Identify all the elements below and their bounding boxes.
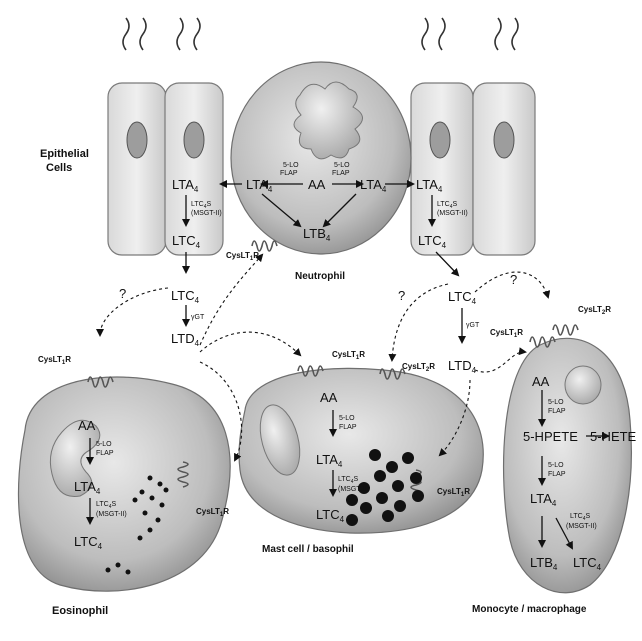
aa-neutrophil: AA	[308, 177, 326, 192]
msgt-mast: (MSGT-II)	[338, 486, 369, 493]
lo5-monocyte-2: 5-LO	[548, 462, 564, 469]
monocyte-cell	[504, 338, 632, 592]
cyslt2r-label-monocyte: CysLT2R	[578, 305, 611, 316]
eosinophil-label: Eosinophil	[52, 605, 108, 617]
nucleus	[127, 122, 147, 158]
question-right-1: ?	[398, 288, 405, 303]
ltc4-extracellular-left: LTC4	[171, 288, 200, 305]
aa-monocyte: AA	[532, 374, 550, 389]
flap-mast: FLAP	[339, 424, 357, 431]
epithelial-cells-right	[411, 18, 535, 255]
aa-mast: AA	[320, 390, 338, 405]
ggt-right: γGT	[466, 322, 480, 329]
nucleus	[184, 122, 204, 158]
msgt-epi-right: (MSGT-II)	[437, 210, 468, 217]
msgt-eosinophil: (MSGT-II)	[96, 511, 127, 518]
question-left: ?	[119, 286, 126, 301]
nucleus	[494, 122, 514, 158]
epithelial-cells-left	[108, 18, 223, 255]
cyslt1r-label-monocyte: CysLT1R	[490, 328, 523, 339]
msgt-epi-left: (MSGT-II)	[191, 210, 222, 217]
flap-neutrophil-left: FLAP	[280, 170, 298, 177]
ltd4-extracellular-left: LTD4	[171, 331, 200, 348]
epithelial-label-line2: Cells	[46, 162, 72, 174]
flap-monocyte-2: FLAP	[548, 471, 566, 478]
multilobed-nucleus	[294, 82, 363, 159]
lo5-monocyte-1: 5-LO	[548, 399, 564, 406]
cyslt1r-label-neutrophil: CysLT1R	[226, 251, 259, 262]
flap-neutrophil-right: FLAP	[332, 170, 350, 177]
cilia	[422, 18, 518, 50]
cyslt2r-label-mast: CysLT2R	[402, 362, 435, 373]
cyslt1r-label-mast: CysLT1R	[332, 350, 365, 361]
flap-eosinophil: FLAP	[96, 450, 114, 457]
epithelial-cell	[473, 83, 535, 255]
monocyte-label: Monocyte / macrophage	[472, 604, 587, 615]
cyslt1r-label-eosinophil: CysLT1R	[38, 355, 71, 366]
lo5-mast: 5-LO	[339, 415, 355, 422]
hete-monocyte: 5-HETE	[590, 429, 637, 444]
nucleus	[430, 122, 450, 158]
neutrophil-label: Neutrophil	[295, 271, 345, 282]
receptor-neutrophil	[252, 241, 277, 251]
eosinophil-cell	[18, 377, 230, 591]
flap-monocyte-1: FLAP	[548, 408, 566, 415]
msgt-monocyte: (MSGT-II)	[566, 523, 597, 530]
ltc4-extracellular-right: LTC4	[448, 289, 477, 306]
question-right-2: ?	[510, 272, 517, 287]
epithelial-cell	[108, 83, 166, 255]
ltd4-extracellular-right: LTD4	[448, 358, 477, 375]
epithelial-label-line1: Epithelial	[40, 148, 89, 160]
hpete-monocyte: 5-HPETE	[523, 429, 578, 444]
epithelial-cell	[165, 83, 223, 255]
nucleus	[565, 366, 601, 404]
mast-cell-label: Mast cell / basophil	[262, 544, 354, 555]
cilia	[123, 18, 200, 50]
aa-eosinophil: AA	[78, 418, 96, 433]
lo5-neutrophil-left: 5-LO	[283, 162, 299, 169]
receptor-monocyte-2	[553, 325, 578, 335]
epithelial-cell	[411, 83, 473, 255]
ggt-left: γGT	[191, 314, 205, 321]
lo5-eosinophil: 5-LO	[96, 441, 112, 448]
lo5-neutrophil-right: 5-LO	[334, 162, 350, 169]
